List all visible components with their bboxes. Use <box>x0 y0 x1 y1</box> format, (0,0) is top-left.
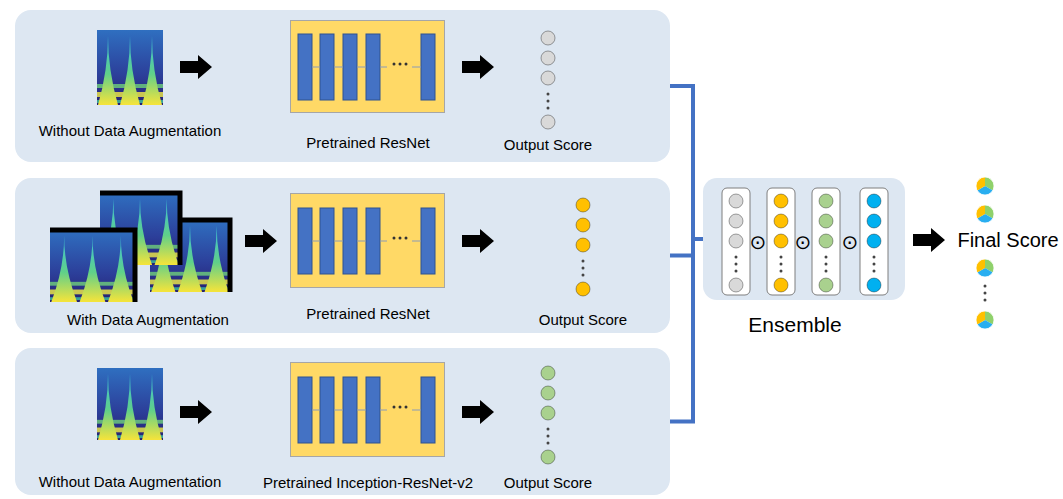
network-caption: Pretrained ResNet <box>306 305 429 322</box>
input-caption: Without Data Augmentation <box>39 122 222 139</box>
ellipsis-dot <box>984 299 987 302</box>
panel-ground <box>15 348 670 495</box>
spectrogram <box>97 368 163 440</box>
network-caption: Pretrained ResNet <box>306 134 429 151</box>
block-arrow <box>245 229 277 253</box>
score-column <box>729 194 743 292</box>
bracket-connector <box>670 86 703 239</box>
input-panel: With Data Augmentation Pretrained ResNet <box>15 178 670 333</box>
score-caption: Output Score <box>504 136 592 153</box>
score-column <box>774 194 788 292</box>
score-column <box>541 31 555 129</box>
block-arrow <box>462 400 494 424</box>
block-arrow <box>462 229 494 253</box>
ellipsis-dot <box>984 292 987 295</box>
ensemble-column <box>722 188 750 295</box>
panel-ground <box>15 178 670 333</box>
final-score-pie <box>976 205 994 223</box>
input-caption: Without Data Augmentation <box>39 473 222 490</box>
block-arrow <box>180 400 212 424</box>
final-score-pie <box>976 177 994 195</box>
network-box: Pretrained Inception-ResNet-v2 <box>290 362 445 457</box>
score-column <box>541 366 555 464</box>
score-caption: Output Score <box>504 474 592 491</box>
network-fill <box>290 193 445 288</box>
input-caption: With Data Augmentation <box>67 311 229 328</box>
block-arrow <box>913 228 945 252</box>
ensemble-column <box>860 188 888 295</box>
network-fill <box>290 20 445 113</box>
network-fill <box>290 362 445 457</box>
network-layers <box>298 377 435 443</box>
final-score-pie <box>976 311 994 329</box>
product-operator: ⊙ <box>750 231 767 254</box>
ensemble-column <box>767 188 795 295</box>
image-border <box>50 230 135 302</box>
score-caption: Output Score <box>539 311 627 328</box>
network-box: Pretrained ResNet <box>290 193 445 288</box>
spectrogram <box>50 230 135 302</box>
block-arrow <box>180 55 212 79</box>
panel-ground <box>703 178 905 300</box>
spectrogram <box>97 30 163 105</box>
bracket-connector <box>670 239 703 422</box>
network-box: Pretrained ResNet <box>290 20 445 113</box>
network-layers <box>298 208 435 274</box>
panel-ground <box>15 10 670 162</box>
score-column <box>867 194 881 292</box>
bracket-connector <box>670 239 703 256</box>
final-score-pie <box>976 259 994 277</box>
block-arrow <box>462 55 494 79</box>
input-panel: Without Data Augmentation Pretrained Ince… <box>15 348 670 495</box>
ensemble-column <box>812 188 840 295</box>
network-caption: Pretrained Inception-ResNet-v2 <box>263 474 473 491</box>
network-layers <box>298 34 435 100</box>
product-operator: ⊙ <box>795 231 812 254</box>
final-score-caption: Final Score <box>957 229 1058 252</box>
ensemble-caption: Ensemble <box>748 313 841 337</box>
ellipsis-dot <box>984 285 987 288</box>
score-column <box>576 198 590 296</box>
product-operator: ⊙ <box>842 231 859 254</box>
score-column <box>819 194 833 292</box>
